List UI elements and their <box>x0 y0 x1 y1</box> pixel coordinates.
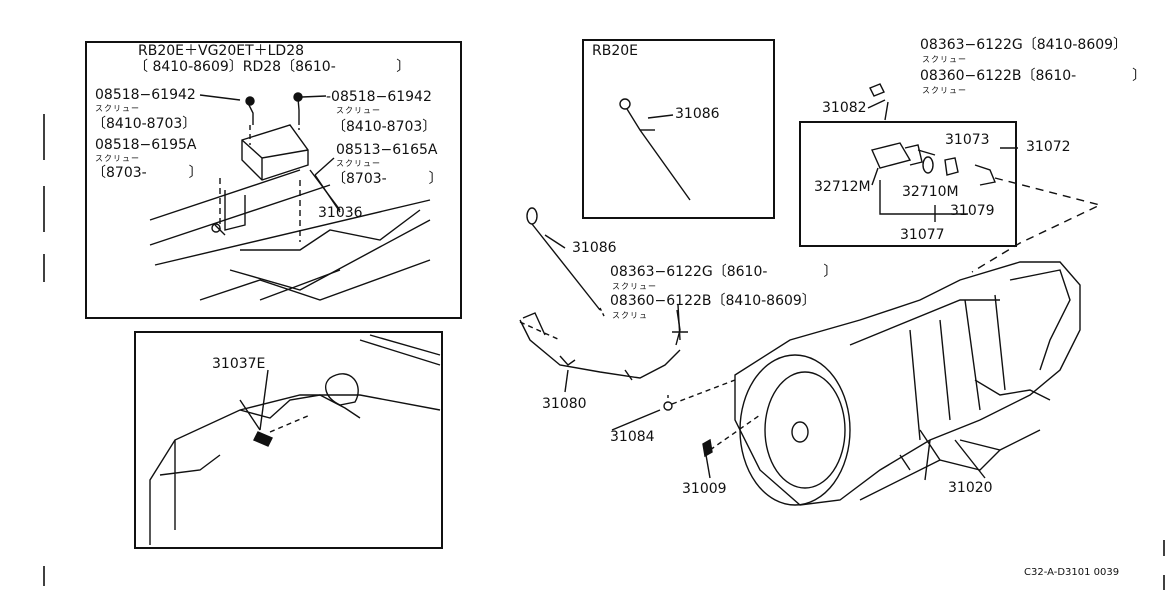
part-08518-6195a-kana: スクリュー <box>95 154 140 163</box>
part-31072: 31072 <box>1026 139 1071 155</box>
panel-rb20e-frame <box>582 39 775 219</box>
part-31080: 31080 <box>542 396 587 412</box>
part-08518-6195a: 08518−6195A <box>95 137 197 153</box>
panel-ecu-header-dates: 〔 8410-8609〕RD28〔8610- 〕 <box>134 59 411 75</box>
oil-pan-drawing <box>149 334 441 545</box>
part-08363-6122g-center-kana: スクリュー <box>612 282 657 291</box>
part-31073: 31073 <box>945 132 990 148</box>
part-08518-61942-right-kana: スクリュー <box>336 106 381 115</box>
part-08363-6122g-center: 08363−6122G〔8610- 〕 <box>610 264 838 280</box>
part-08360-6122b-top: 08360−6122B〔8610- 〕 <box>920 68 1147 84</box>
part-08513-6165a-kana: スクリュー <box>336 159 381 168</box>
part-31084: 31084 <box>610 429 655 445</box>
part-08513-6165a: 08513−6165A <box>336 142 438 158</box>
part-31079: 31079 <box>950 203 995 219</box>
part-08363-6122g-top: 08363−6122G〔8410-8609〕 <box>920 37 1128 53</box>
part-08513-6165a-range: 〔8703- 〕 <box>332 171 443 187</box>
part-31086-center: 31086 <box>572 240 617 256</box>
transmission-drawing <box>671 261 1081 506</box>
speedo-parts-drawing <box>869 83 1103 273</box>
dipstick-tube-drawing <box>519 207 688 411</box>
part-08518-61942-right: -08518−61942 <box>326 89 432 105</box>
part-31086-rb20e: 31086 <box>675 106 720 122</box>
part-31082: 31082 <box>822 100 867 116</box>
panel-rb20e-header: RB20E <box>592 43 638 59</box>
ecu-bracket-drawing <box>149 92 431 301</box>
part-31009: 31009 <box>682 481 727 497</box>
part-08518-61942-left-range: 〔8410-8703〕 <box>92 116 197 132</box>
part-08518-61942-left: 08518−61942 <box>95 87 196 103</box>
part-08518-61942-left-kana: スクリュー <box>95 104 140 113</box>
part-32712m: 32712M <box>814 179 871 195</box>
part-08518-6195a-range: 〔8703- 〕 <box>92 165 203 181</box>
panel-ecu-frame <box>85 41 462 319</box>
panel-oilpan-frame <box>134 331 443 549</box>
dipstick-drawing <box>619 98 691 201</box>
panel-ecu-header-models: RB20E＋VG20ET＋LD28 <box>138 43 305 59</box>
panel-speedo-frame <box>799 121 1017 247</box>
part-31036: 31036 <box>318 205 363 221</box>
part-08363-6122g-top-kana: スクリュー <box>922 55 967 64</box>
part-31020: 31020 <box>948 480 993 496</box>
part-32710m: 32710M <box>902 184 959 200</box>
diagram-code: C32-A-D3101 0039 <box>1024 567 1120 578</box>
part-08518-61942-right-range: 〔8410-8703〕 <box>332 119 437 135</box>
part-31037e: 31037E <box>212 356 266 372</box>
part-08360-6122b-center-kana: スクリュ <box>612 311 648 320</box>
part-08360-6122b-center: 08360−6122B〔8410-8609〕 <box>610 293 816 309</box>
part-31077: 31077 <box>900 227 945 243</box>
part-08360-6122b-top-kana: スクリュー <box>922 86 967 95</box>
leader-lines <box>199 94 1018 479</box>
